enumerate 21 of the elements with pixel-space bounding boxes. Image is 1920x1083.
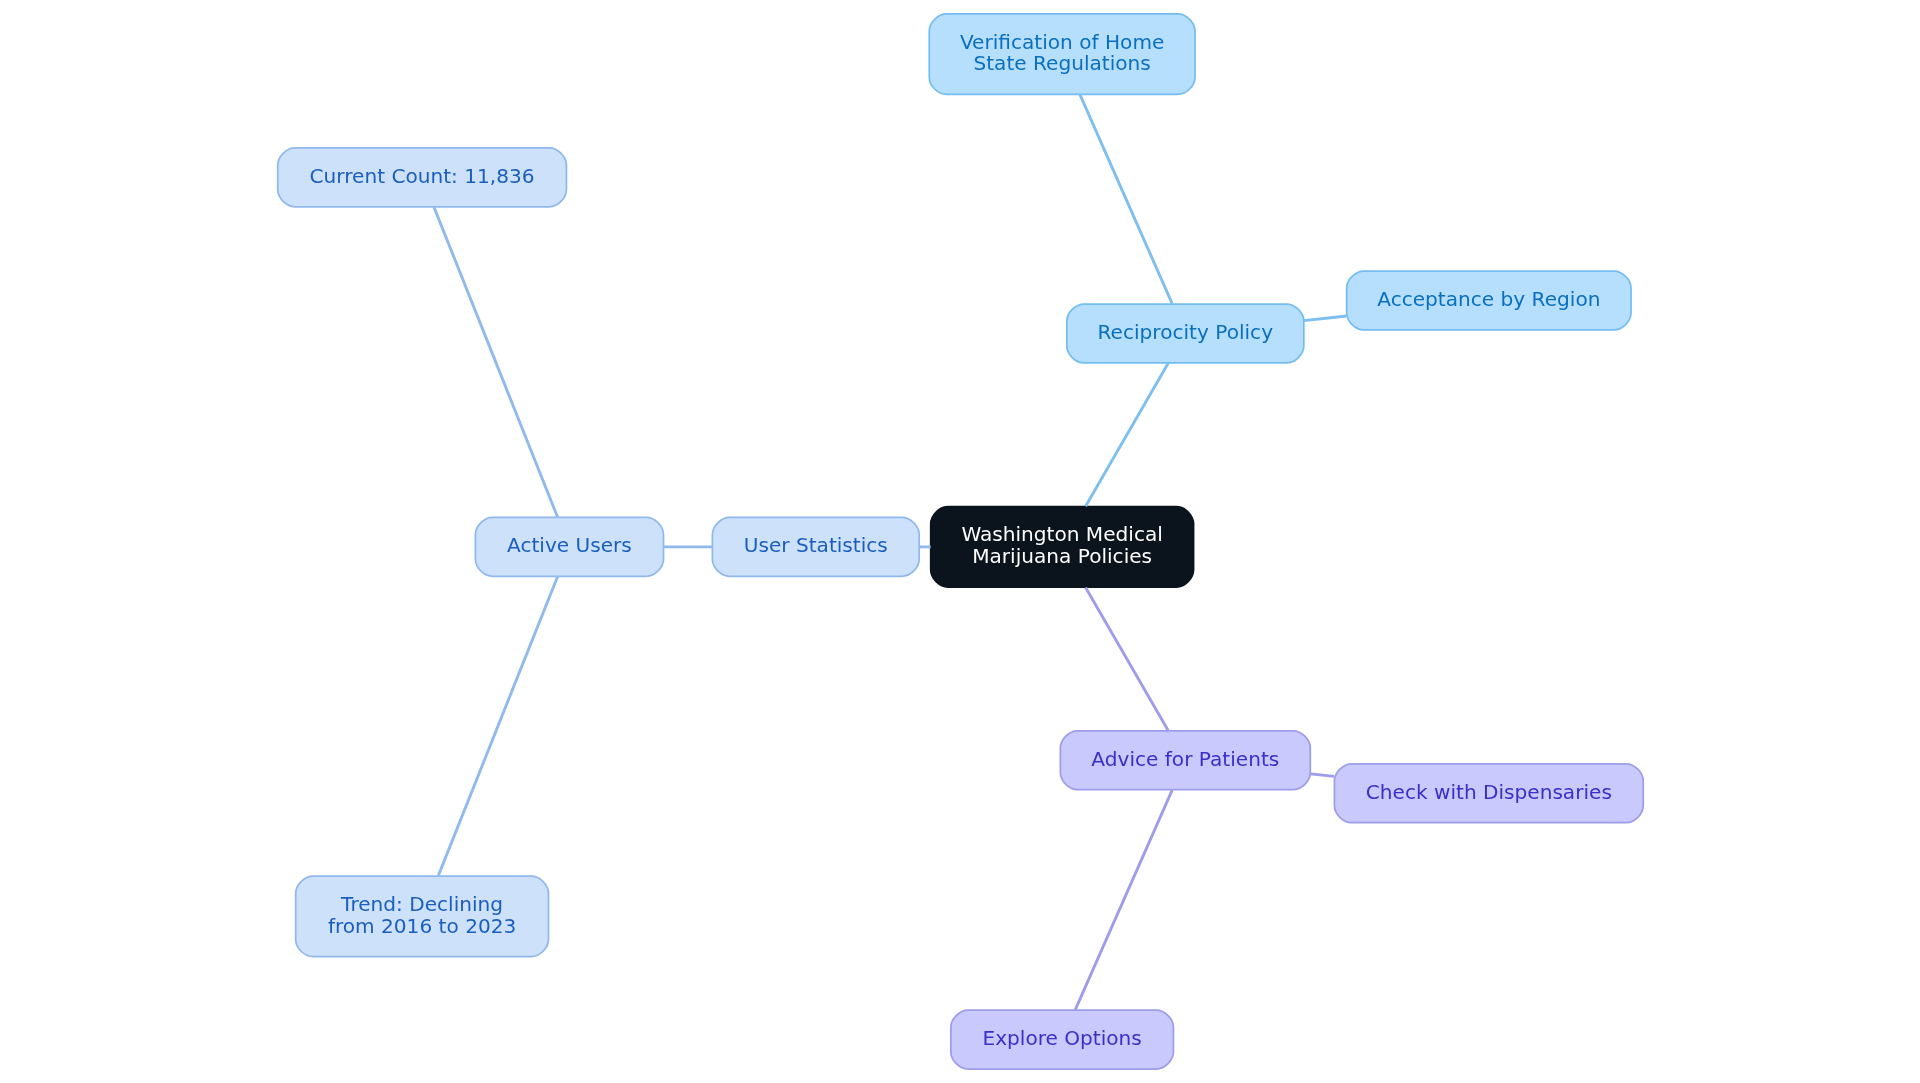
connector — [1309, 772, 1334, 778]
connector — [919, 545, 931, 549]
connector — [663, 545, 712, 549]
connector — [1083, 362, 1170, 507]
node-box: Acceptance by Region — [1345, 270, 1632, 331]
node-box: Trend: Declining from 2016 to 2023 — [294, 875, 549, 958]
node-box: Reciprocity Policy — [1065, 303, 1305, 364]
connector — [1073, 789, 1173, 1011]
node-box: User Statistics — [711, 516, 920, 578]
node-box: Active Users — [474, 516, 664, 578]
connector — [1078, 94, 1173, 305]
connector — [436, 575, 559, 877]
connector — [1083, 586, 1170, 732]
node-box: Verification of Home State Regulations — [927, 13, 1196, 96]
node-box: Advice for Patients — [1059, 729, 1311, 791]
node-box: Current Count: 11,836 — [276, 147, 567, 208]
node-box: Check with Dispensaries — [1333, 762, 1644, 824]
node-box: Explore Options — [949, 1009, 1174, 1070]
connector — [432, 206, 559, 518]
connector — [1303, 314, 1347, 323]
node-box: Washington Medical Marijuana Policies — [929, 505, 1194, 588]
